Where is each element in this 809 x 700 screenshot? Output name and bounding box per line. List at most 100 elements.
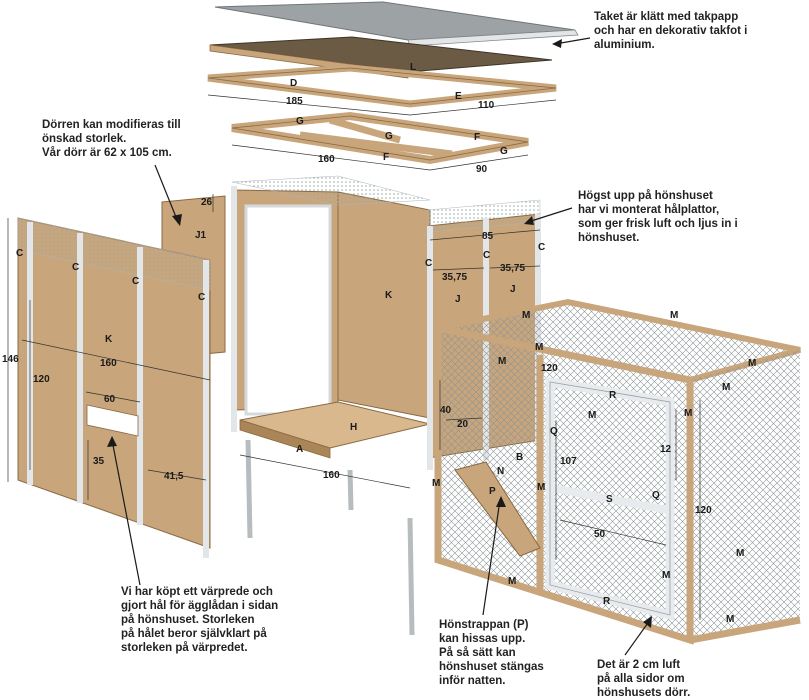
dim-85: 85 bbox=[482, 231, 494, 242]
callout-line: som ger frisk luft och ljus in i bbox=[578, 218, 738, 230]
label-G: G bbox=[385, 131, 393, 142]
label-K: K bbox=[385, 290, 393, 301]
hen-ramp-P bbox=[454, 461, 541, 557]
label-M: M bbox=[662, 570, 670, 581]
label-F: F bbox=[474, 132, 480, 143]
dim-50: 50 bbox=[594, 529, 606, 540]
label-M: M bbox=[726, 614, 734, 625]
dim-12: 12 bbox=[660, 444, 672, 455]
callout-roof: Taket är klätt med takpapp och har en de… bbox=[594, 10, 747, 52]
callout-line: storleken på värpredet. bbox=[121, 642, 248, 654]
callout-line: inför natten. bbox=[439, 675, 506, 687]
label-M: M bbox=[432, 478, 440, 489]
dim-35: 35 bbox=[93, 456, 105, 467]
callout-leaders bbox=[111, 37, 651, 656]
label-H: H bbox=[350, 422, 357, 433]
base-frame-crossbar bbox=[329, 116, 401, 144]
callout-nest-box: Vi har köpt ett värprede och gjort hål f… bbox=[121, 585, 278, 655]
run-side-mesh bbox=[690, 350, 800, 640]
label-E: E bbox=[455, 91, 462, 102]
callout-line: Taket är klätt med takpapp bbox=[594, 11, 739, 23]
ground-screw bbox=[407, 517, 415, 636]
label-C: C bbox=[132, 276, 139, 287]
label-J1: J1 bbox=[195, 230, 207, 241]
dim-120: 120 bbox=[695, 505, 712, 516]
dimension-lines bbox=[7, 94, 701, 620]
dim-90: 90 bbox=[476, 164, 488, 175]
label-M: M bbox=[535, 342, 543, 353]
run-front-mesh bbox=[438, 328, 690, 640]
dim-120: 120 bbox=[541, 363, 558, 374]
ground-screw bbox=[347, 469, 354, 511]
callout-line: Vår dörr är 62 x 105 cm. bbox=[42, 147, 172, 159]
label-C: C bbox=[198, 292, 205, 303]
label-G: G bbox=[500, 146, 508, 157]
roof-frame bbox=[207, 64, 557, 108]
label-S: S bbox=[606, 494, 613, 505]
label-C: C bbox=[72, 262, 79, 273]
label-J: J bbox=[455, 294, 461, 305]
label-M: M bbox=[522, 310, 530, 321]
dim-185: 185 bbox=[286, 96, 303, 107]
label-K: K bbox=[105, 334, 113, 345]
dim-110: 110 bbox=[478, 100, 495, 111]
run-frame-beam bbox=[689, 616, 801, 644]
callout-line: hönshuset stängas bbox=[439, 661, 544, 673]
dim-60: 60 bbox=[104, 394, 116, 405]
label-M: M bbox=[722, 382, 730, 393]
roof-frame-outline bbox=[207, 67, 557, 105]
label-M: M bbox=[670, 310, 678, 321]
callout-line: På så sätt kan bbox=[439, 647, 516, 659]
callout-line: Det är 2 cm luft bbox=[597, 659, 681, 671]
label-D: D bbox=[290, 78, 297, 89]
part-labels: L D E G G F F G J1 K K J J C C C C C C C… bbox=[16, 62, 756, 625]
label-C: C bbox=[483, 250, 490, 261]
base-frame bbox=[231, 111, 529, 165]
dim-146: 146 bbox=[2, 354, 19, 365]
label-M: M bbox=[508, 576, 516, 587]
coop-back-wall-K bbox=[337, 191, 431, 419]
callout-line: Vi har köpt ett värprede och bbox=[121, 586, 273, 598]
callout-line: på hönshuset. Storleken bbox=[121, 614, 255, 626]
label-J: J bbox=[510, 284, 516, 295]
callout-line: aluminium. bbox=[594, 39, 655, 51]
callout-line: och har en dekorativ takfot i bbox=[594, 25, 748, 37]
label-R: R bbox=[609, 390, 617, 401]
label-M: M bbox=[537, 482, 545, 493]
label-M: M bbox=[736, 548, 744, 559]
callout-arrowheads bbox=[107, 39, 652, 628]
label-N: N bbox=[497, 466, 504, 477]
callout-line: kan hissas upp. bbox=[439, 633, 526, 645]
dim-160: 160 bbox=[323, 470, 340, 481]
callout-line: på hålet beror självklart på bbox=[121, 628, 267, 640]
base-frame-outline bbox=[231, 115, 529, 161]
dim-35-75: 35,75 bbox=[442, 272, 467, 283]
callout-line: önskad storlek. bbox=[42, 133, 127, 145]
callout-line: på alla sidor om bbox=[597, 673, 685, 685]
dim-120: 120 bbox=[33, 374, 50, 385]
label-Q: Q bbox=[652, 490, 660, 501]
callout-line: Hönstrappan (P) bbox=[439, 619, 529, 631]
run-door-frame-outline bbox=[549, 381, 671, 616]
callout-line: Högst upp på hönshuset bbox=[578, 190, 713, 202]
label-M: M bbox=[588, 410, 596, 421]
coop-door-opening bbox=[244, 204, 332, 416]
label-M: M bbox=[748, 358, 756, 369]
dim-160: 160 bbox=[100, 358, 117, 369]
callout-line: hönshuset. bbox=[578, 232, 640, 244]
callout-vents: Högst upp på hönshuset har vi monterat h… bbox=[578, 189, 738, 245]
callout-line: gjort hål för ägglådan i sidan bbox=[121, 600, 279, 612]
callout-line: Dörren kan modifieras till bbox=[42, 119, 181, 131]
callout-line: har vi monterat hålplattor, bbox=[578, 204, 720, 216]
label-G: G bbox=[296, 116, 304, 127]
label-Q: Q bbox=[550, 426, 558, 437]
label-C: C bbox=[538, 242, 545, 253]
callout-door: Dörren kan modifieras till önskad storle… bbox=[42, 118, 181, 160]
callout-line: hönshusets dörr. bbox=[597, 687, 691, 699]
coop-floor-edge bbox=[239, 419, 331, 459]
label-P: P bbox=[489, 486, 496, 497]
dim-107: 107 bbox=[560, 456, 577, 467]
dim-40: 40 bbox=[440, 405, 452, 416]
base-frame-crossbar bbox=[299, 131, 453, 158]
label-M: M bbox=[498, 356, 506, 367]
